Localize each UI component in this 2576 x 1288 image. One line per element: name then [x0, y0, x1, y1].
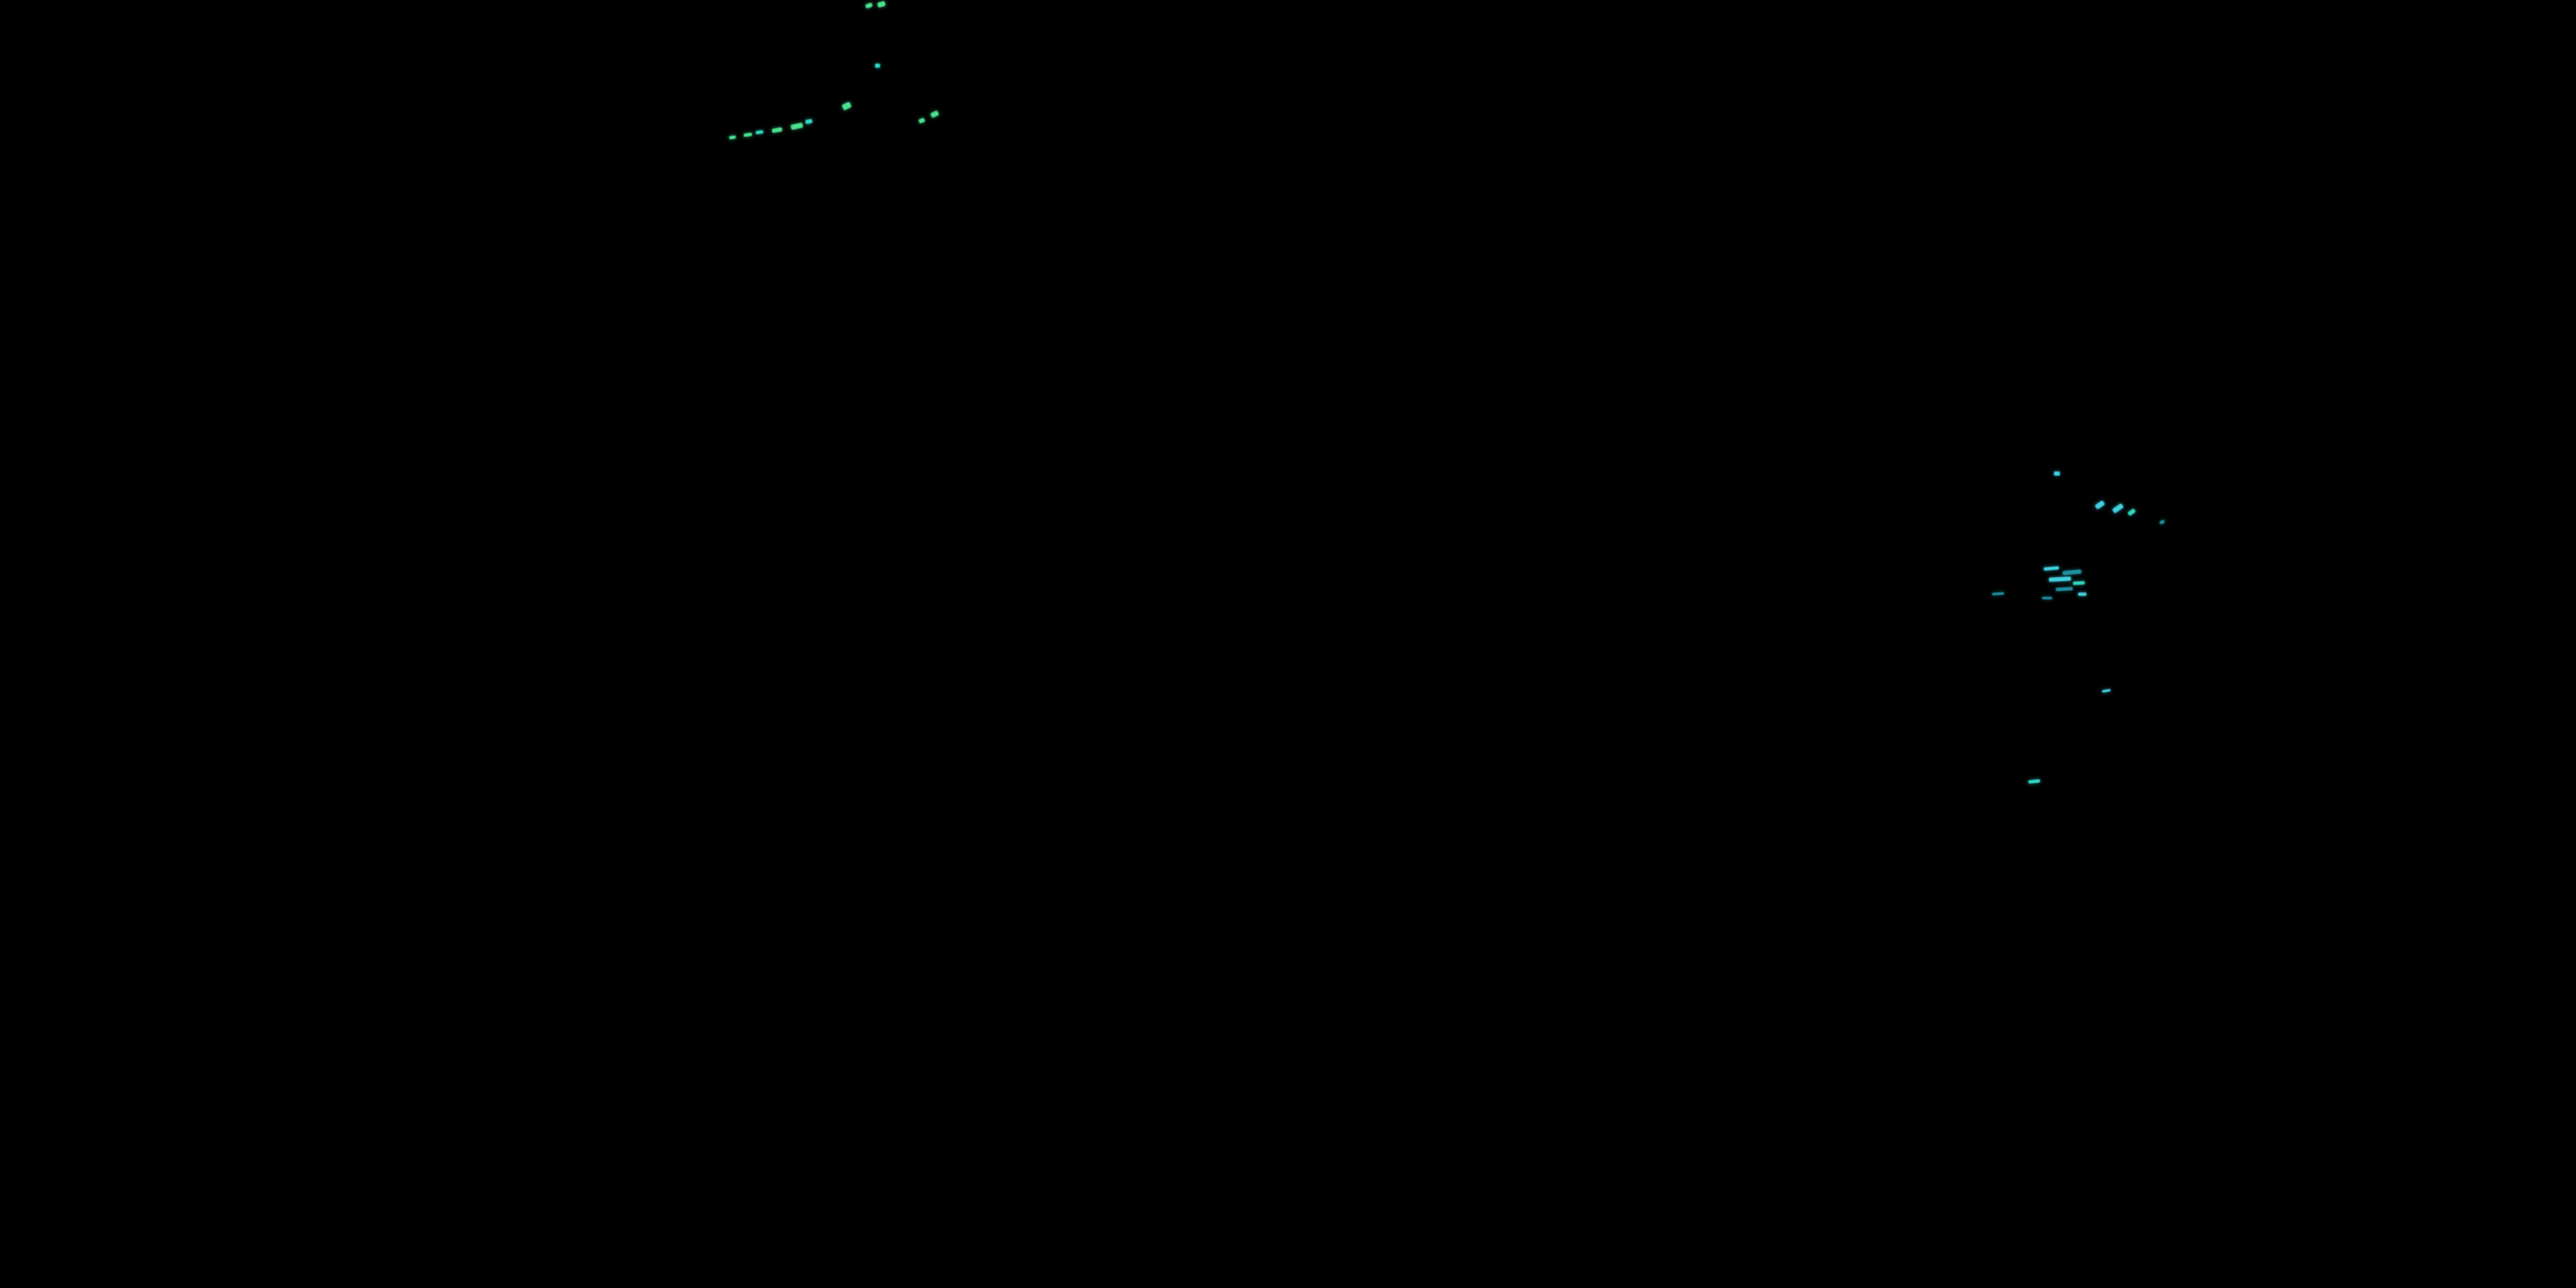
glint-highlight [2027, 779, 2041, 784]
glint-highlight [790, 122, 804, 131]
glint-highlight [1991, 592, 2005, 596]
glint-highlight [771, 126, 783, 134]
glint-highlight [2101, 689, 2111, 693]
glint-highlight [743, 132, 753, 137]
glint-highlight [2054, 471, 2060, 476]
glint-highlight [2055, 586, 2074, 592]
glint-highlight [2062, 569, 2082, 575]
glint-highlight [930, 110, 939, 118]
glint-highlight [918, 117, 926, 125]
glint-highlight [865, 2, 873, 9]
glint-highlight [875, 64, 880, 68]
glint-highlight [2127, 507, 2136, 517]
glint-highlight [728, 135, 737, 140]
glint-highlight [2043, 566, 2060, 571]
glint-highlight [755, 130, 764, 135]
glint-highlight [2078, 592, 2087, 596]
glint-highlight [877, 0, 886, 9]
glint-highlight [2072, 580, 2086, 586]
glint-highlight [841, 101, 853, 111]
glint-highlight [2042, 597, 2052, 599]
glint-highlight [2111, 502, 2124, 514]
glint-highlight [2094, 500, 2105, 510]
glint-highlight [2159, 519, 2166, 526]
glint-highlight [805, 118, 813, 125]
glint-highlight [2048, 576, 2072, 582]
